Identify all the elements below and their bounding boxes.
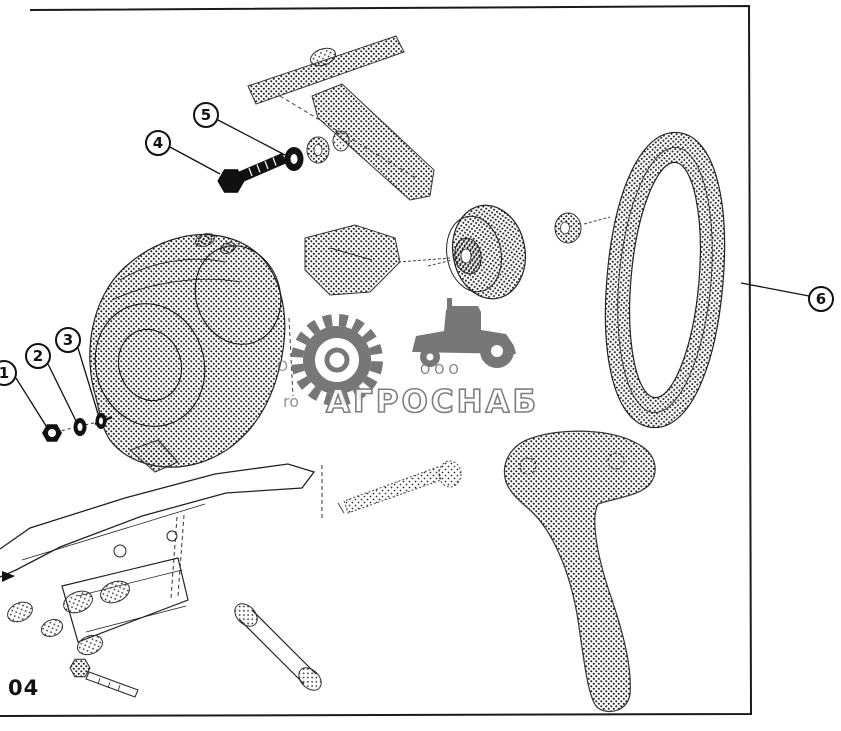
watermark-fragment-bottom: ro	[283, 392, 299, 411]
mount-bracket-drawing	[503, 430, 656, 713]
callout-3: 3	[55, 327, 81, 353]
belt-drawing	[604, 131, 726, 429]
watermark-name: АГРОСНАБ	[326, 384, 539, 420]
callout-leaders	[15, 119, 810, 430]
callout-5: 5	[193, 102, 219, 128]
watermark-fragment-left: О	[277, 359, 288, 375]
callout-1: 1	[0, 360, 17, 386]
pulley-drawing	[427, 204, 526, 300]
through-bolt-drawing	[321, 460, 462, 518]
callout-2: 2	[25, 343, 51, 369]
nut-washer-set-drawing	[42, 413, 111, 442]
regulator-drawing	[304, 224, 451, 296]
support-bracket-drawing	[0, 463, 322, 698]
alternator-drawing	[89, 233, 294, 473]
page-frame	[0, 4, 753, 717]
spacer-nut-drawing	[554, 212, 611, 244]
gear-icon	[291, 314, 383, 406]
watermark: О ro ООО АГРОСНАБ	[277, 298, 539, 421]
tension-bracket-drawing	[247, 35, 435, 201]
callout-6: 6	[808, 286, 834, 312]
bolt-and-washers-drawing	[217, 130, 350, 193]
callout-4: 4	[145, 130, 171, 156]
watermark-ooo: ООО	[420, 363, 463, 378]
page-code: 04	[8, 676, 40, 700]
tractor-icon	[412, 298, 516, 368]
